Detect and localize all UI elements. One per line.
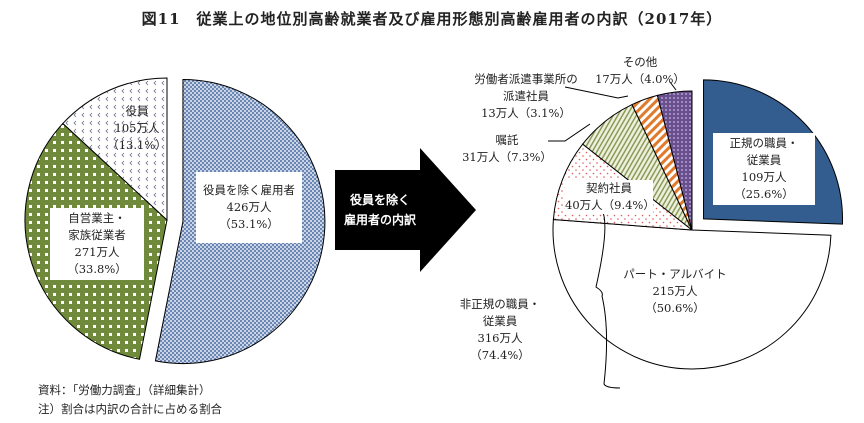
label-non-regular-group: 非正規の職員・従業員 316万人 （74.4%）	[450, 296, 550, 364]
label-text: 労働者派遣事業所の派遣社員	[474, 72, 578, 103]
label-value: 105万人	[114, 121, 160, 135]
label-contract: 契約社員 40万人（9.4%）	[565, 180, 655, 214]
arrow-label-line2: 雇用者の内訳	[343, 213, 416, 227]
label-text: 嘱託	[495, 133, 519, 147]
label-value: 316万人	[477, 331, 523, 345]
label-regular: 正規の職員・従業員 109万人 （25.6%）	[713, 133, 815, 205]
arrow-label: 役員を除く 雇用者の内訳	[340, 190, 420, 230]
label-value: 271万人	[74, 245, 120, 259]
label-text: パート・アルバイト	[623, 267, 727, 281]
label-percent: （53.1%）	[219, 217, 279, 231]
leader-line-other	[669, 81, 677, 91]
label-dispatched: 労働者派遣事業所の派遣社員 13万人（3.1%）	[466, 71, 586, 122]
label-executives: 役員 105万人 （13.1%）	[102, 103, 172, 154]
pie-slice	[62, 77, 168, 222]
label-value: 215万人	[652, 284, 698, 298]
label-percent: （50.6%）	[645, 301, 705, 315]
pie-employment-type	[552, 79, 843, 370]
pie-slice	[552, 218, 832, 370]
leader-line-haken	[564, 86, 629, 99]
arrow-label-line1: 役員を除く	[349, 193, 410, 207]
label-self-employed: 自営業主・家族従業者 271万人 （33.8%）	[50, 208, 144, 280]
label-value: 426万人	[226, 200, 272, 214]
label-text: その他	[622, 55, 658, 69]
label-shokutaku: 嘱託 31万人（7.3%）	[462, 132, 552, 166]
label-text: 役員を除く雇用者	[203, 183, 295, 197]
label-value: 109万人	[741, 170, 787, 184]
source-note: 資料：「労働力調査」（詳細集計）	[38, 383, 211, 397]
label-text: 役員	[125, 104, 149, 118]
leader-line-shokutaku	[548, 123, 591, 142]
label-employees: 役員を除く雇用者 426万人 （53.1%）	[196, 172, 302, 243]
label-value: 31万人（7.3%）	[462, 150, 552, 164]
label-value: 17万人（4.0%）	[595, 72, 685, 86]
label-other: その他 17万人（4.0%）	[585, 54, 695, 88]
label-percent: （74.4%）	[470, 348, 530, 362]
label-percent: （13.1%）	[107, 138, 167, 152]
label-value: 13万人（3.1%）	[481, 106, 571, 120]
label-text: 正規の職員・従業員	[729, 136, 799, 167]
label-text: 非正規の職員・従業員	[459, 297, 541, 328]
label-part-time: パート・アルバイト 215万人 （50.6%）	[620, 266, 730, 317]
chart-title: 図11 従業上の地位別高齢就業者及び雇用形態別高齢雇用者の内訳（2017年）	[141, 10, 723, 28]
pie-slice	[656, 90, 693, 231]
label-percent: （33.8%）	[67, 262, 127, 276]
footnote: 注）割合は内訳の合計に占める割合	[38, 402, 222, 416]
label-text: 契約社員	[586, 181, 632, 195]
label-value: 40万人（9.4%）	[565, 198, 655, 212]
arrow-shape	[335, 148, 476, 272]
label-percent: （25.6%）	[734, 187, 794, 201]
label-text: 自営業主・家族従業者	[68, 211, 126, 242]
